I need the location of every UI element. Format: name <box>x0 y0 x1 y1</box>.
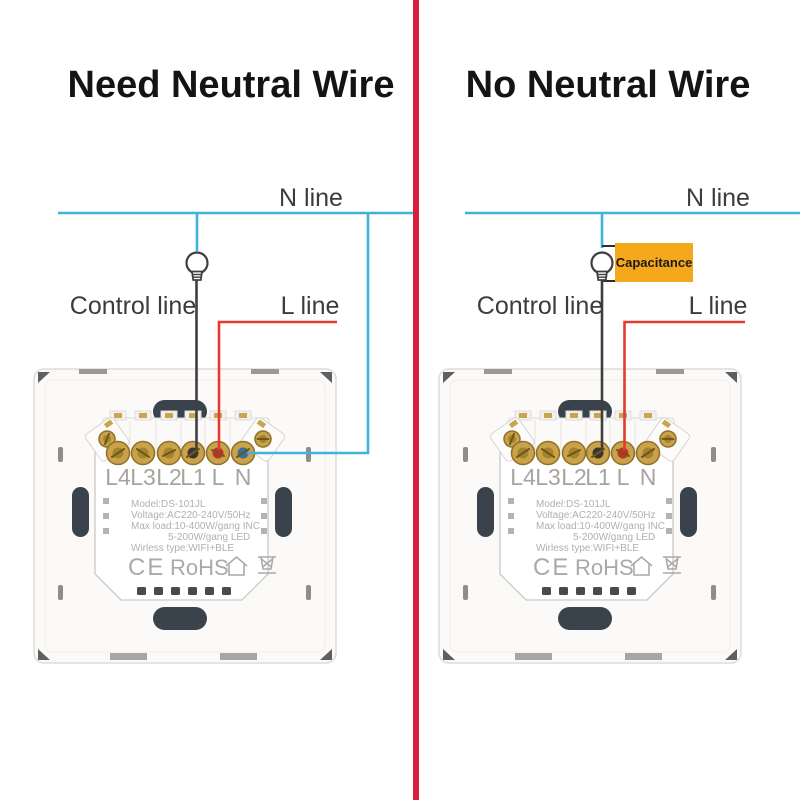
terminal-screws <box>510 440 661 466</box>
terminal-labels: L4 L3 L2 L1 L N <box>105 464 251 490</box>
rohs-mark: RoHS <box>170 555 229 580</box>
terminal-label: L3 <box>130 464 156 490</box>
spec-line: Max load:10-400W/gang INC <box>131 521 260 532</box>
terminal-label: L1 <box>585 464 611 490</box>
terminal-label: L1 <box>180 464 206 490</box>
terminal-label: L4 <box>510 464 536 490</box>
spec-line: Max load:10-400W/gang INC <box>536 521 665 532</box>
rohs-mark: RoHS <box>575 555 634 580</box>
right-title: No Neutral Wire <box>465 64 751 106</box>
terminal-label: N <box>640 464 657 490</box>
terminal-screws <box>105 440 256 466</box>
left-title: Need Neutral Wire <box>67 64 395 106</box>
control-line-label-right: Control line <box>476 292 604 320</box>
l-line-wire-right <box>623 320 745 450</box>
house-icon <box>225 555 248 576</box>
control-line-label-left: Control line <box>69 292 197 320</box>
house-icon <box>630 555 653 576</box>
panel-divider <box>413 0 419 800</box>
terminal-label: L <box>212 464 225 490</box>
spec-line: Voltage:AC220-240V/50Hz <box>536 510 656 521</box>
terminal-label: L3 <box>535 464 561 490</box>
ce-mark: CE <box>128 554 165 581</box>
terminal-label: L4 <box>105 464 131 490</box>
weee-bin-icon <box>258 556 276 574</box>
switch-module <box>499 424 674 601</box>
weee-bin-icon <box>663 556 681 574</box>
spec-line: Model:DS-101JL <box>536 499 611 510</box>
l-line-wire-left <box>217 320 337 450</box>
certifications: CE RoHS <box>533 554 681 581</box>
l-line-label-left: L line <box>280 292 340 320</box>
neutral-return-wire-left <box>247 213 370 455</box>
n-line-label-right: N line <box>686 184 750 212</box>
spec-line: 5-200W/gang LED <box>168 532 250 543</box>
spec-line: Wirless type:WIFI+BLE <box>536 543 639 554</box>
l-line-label-right: L line <box>688 292 748 320</box>
n-line-label-left: N line <box>279 184 343 212</box>
spec-line: Model:DS-101JL <box>131 499 206 510</box>
device-specs: Model:DS-101JL Voltage:AC220-240V/50Hz M… <box>536 499 665 554</box>
capacitance-box: Capacitance <box>615 243 693 282</box>
terminal-labels: L4 L3 L2 L1 L N <box>510 464 656 490</box>
spec-line: Wirless type:WIFI+BLE <box>131 543 234 554</box>
ce-mark: CE <box>533 554 570 581</box>
terminal-label: N <box>235 464 252 490</box>
terminal-label: L2 <box>561 464 587 490</box>
wall-switch-device-right: L4 L3 L2 L1 L N Model:DS-101JL Voltage:A… <box>438 368 742 664</box>
switch-module <box>94 424 269 601</box>
bulb-icon <box>185 251 209 281</box>
angled-terminal-right <box>240 417 286 462</box>
bulb-icon <box>590 251 614 281</box>
spec-line: 5-200W/gang LED <box>573 532 655 543</box>
certifications: CE RoHS <box>128 554 276 581</box>
terminal-label: L <box>617 464 630 490</box>
wall-switch-device-left: L4 L3 L2 L1 L N Model:DS-101JL Voltage:A… <box>33 368 337 664</box>
spec-line: Voltage:AC220-240V/50Hz <box>131 510 251 521</box>
device-specs: Model:DS-101JL Voltage:AC220-240V/50Hz M… <box>131 499 260 554</box>
terminal-label: L2 <box>156 464 182 490</box>
